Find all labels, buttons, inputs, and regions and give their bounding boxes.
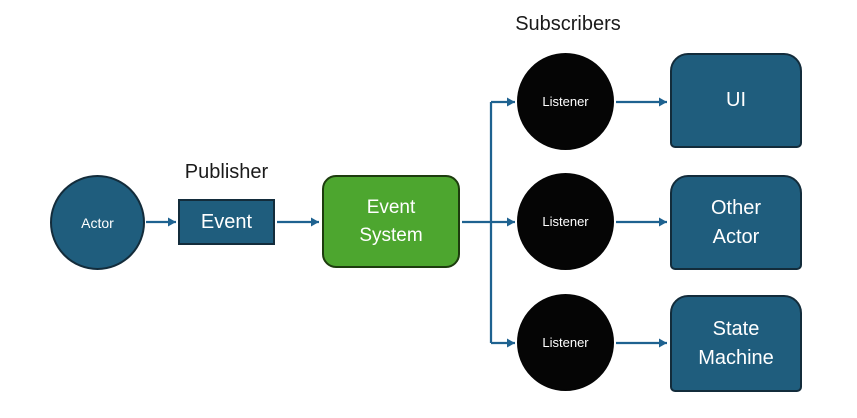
node-listener-2: Listener [517,173,614,270]
subscribers-label: Subscribers [515,13,621,35]
publisher-label: Publisher [184,161,269,183]
node-target-other-actor: Other Actor [670,175,802,270]
node-target-ui: UI [670,53,802,148]
node-event-system: Event System [322,175,460,268]
node-target-state-machine: State Machine [670,295,802,392]
node-actor: Actor [50,175,145,270]
node-listener-3: Listener [517,294,614,391]
node-event: Event [178,199,275,245]
node-listener-1: Listener [517,53,614,150]
